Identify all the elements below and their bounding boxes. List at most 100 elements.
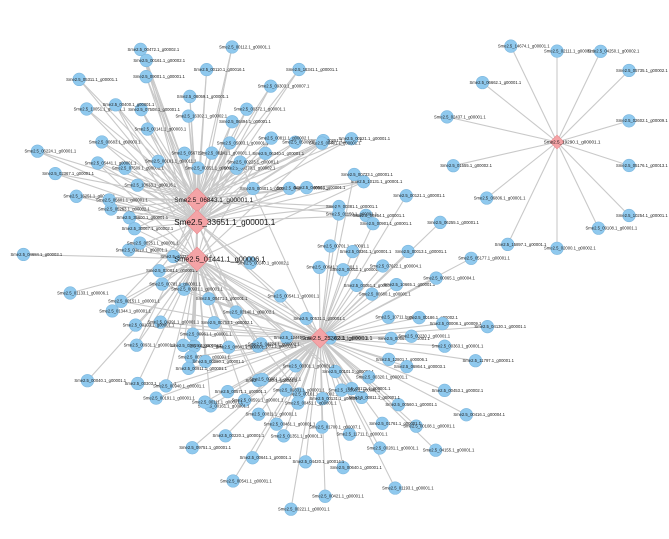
hub-label: Sme2.5_01441.1_g00006.1 [174, 255, 265, 264]
gene-node: Sme2.5_06864.1_g00003.1 [394, 359, 446, 374]
network-edge [319, 174, 355, 339]
gene-node-label: Sme2.5_02140.1_g00002.1 [223, 309, 275, 314]
gene-node: Sme2.5_06662.1_g00001.1 [469, 75, 522, 90]
hub-label: Sme2.5_25362.1_g00001.1 [301, 336, 373, 342]
gene-node-circle [298, 455, 313, 469]
gene-node-label: Sme2.5_09303.1_g00007.1 [258, 84, 310, 89]
gene-node-label: Sme2.5_04155.1_g00001.1 [423, 448, 475, 453]
gene-node: Sme2.5_11797.1_g00001.1 [463, 354, 515, 368]
gene-node-circle [336, 461, 350, 475]
gene-node: Sme2.5_00541.1_g00001.1 [220, 474, 272, 488]
gene-node: Sme2.5_00110.1_g00016.1 [194, 63, 246, 77]
gene-node-label: Sme2.5_00381.1_g00001.1 [326, 204, 378, 209]
gene-node-label: Sme2.5_11711.1_g00001.1 [337, 432, 389, 437]
gene-node: Sme2.5_16302.1_g00002.1 [175, 109, 228, 123]
gene-node: Sme2.5_07509.1_g00002.1 [112, 161, 164, 175]
gene-node-label: Sme2.5_03619.1_g00001.1 [170, 343, 222, 348]
gene-node: Sme2.5_00141.1_g00003.1 [135, 122, 187, 136]
gene-node-circle [282, 181, 297, 195]
network-edge [319, 284, 397, 339]
gene-node-label: Sme2.5_00541.1_g00001.1 [220, 478, 272, 483]
gene-node: Sme2.5_02111.1_g00001.1 [544, 44, 596, 58]
gene-node-label: Sme2.5_00421.1_g00001.1 [312, 494, 364, 499]
gene-node-circle [183, 89, 197, 103]
gene-node-circle [133, 236, 147, 250]
gene-node: Sme2.5_00112.1_g00001.1 [219, 40, 271, 54]
network-edge [283, 337, 321, 437]
gene-node-circle [166, 249, 181, 264]
gene-node-label: Sme2.5_00733.1_g00001.1 [341, 172, 393, 177]
gene-node-label: Sme2.5_00401.1_g00001.1 [240, 186, 292, 191]
gene-node-circle [72, 72, 86, 87]
gene-node: Sme2.5_00041.1_g00001.1 [216, 340, 268, 354]
gene-node: Sme2.5_05441.1_g00001.1 [85, 156, 137, 170]
network-edge [135, 258, 198, 326]
network-edge [134, 228, 198, 260]
network-edge [225, 337, 321, 437]
gene-node-label: Sme2.5_04420.1_g00014.1 [293, 459, 345, 464]
network-edge [556, 120, 630, 143]
gene-node-label: Sme2.5_00191.1_g00001.1 [143, 396, 195, 401]
gene-node-circle [225, 40, 239, 54]
gene-node: Sme2.5_00641.1_g00001.1 [306, 260, 359, 274]
gene-node-circle [127, 222, 142, 236]
gene-node-label: Sme2.5_00013.1_g00001.1 [395, 249, 447, 254]
gene-node-label: Sme2.5_00811.1_g00002.1 [258, 136, 310, 141]
network-edge [285, 337, 321, 391]
gene-node: Sme2.5_00811.1_g00001.1 [349, 390, 401, 405]
gene-node: Sme2.5_00753.1_g00002.1 [201, 316, 253, 330]
network-edge [78, 79, 198, 223]
gene-node-label: Sme2.5_00241.1_g00001.1 [199, 150, 251, 155]
network-edge [196, 141, 296, 201]
network-edge [196, 46, 233, 201]
gene-node: Sme2.5_06494.1_g00001.1 [219, 115, 271, 129]
gene-node-circle [151, 154, 165, 168]
hub-diamond [549, 134, 565, 150]
gene-node: Sme2.5_10223.1_g00001.1 [160, 249, 213, 264]
gene-node: Sme2.5_10633.1_g00016.1 [124, 178, 177, 192]
gene-node-circle [200, 63, 214, 77]
gene-node-circle [591, 221, 606, 235]
gene-node-circle [134, 103, 148, 117]
edge-layer [23, 45, 630, 510]
gene-node-circle [270, 417, 284, 431]
gene-node-label: Sme2.5_16251.1_g00001.1 [63, 194, 115, 199]
gene-node-circle [400, 359, 414, 374]
gene-node: Sme2.5_00108.1_g00001.1 [403, 419, 456, 433]
gene-node: Sme2.5_10665.1_g00001.1 [383, 277, 436, 292]
gene-node: Sme2.5_00591.1_g00001.1 [232, 393, 284, 407]
gene-node: Sme2.5_05003.1_g00001.1 [217, 136, 269, 150]
gene-node-label: Sme2.5_00931.1_g00001.1 [124, 343, 176, 348]
network-edge [196, 142, 323, 223]
network-edge [556, 70, 630, 143]
gene-node-label: Sme2.5_00065.1_g00004.1 [423, 275, 475, 280]
gene-node-label: Sme2.5_08059.1_g00001.1 [177, 94, 229, 99]
gene-node-circle [550, 44, 564, 58]
gene-node-label: Sme2.5_00131.1_g00001.1 [309, 396, 361, 401]
gene-node-label: Sme2.5_00351.1_g00003.1 [185, 165, 237, 170]
gene-node: Sme2.5_00301.1_g00001.1 [283, 359, 335, 373]
gene-node-label: Sme2.5_00111.1_g00001.1 [192, 399, 244, 404]
gene-node: Sme2.5_00065.1_g00004.1 [423, 271, 476, 285]
gene-node: Sme2.5_00531.1_g00001.1 [293, 311, 346, 326]
gene-node: Sme2.5_02367.1_g00001.1 [42, 166, 95, 181]
gene-node-label: Sme2.5_06662.1_g00001.1 [469, 80, 521, 85]
gene-node-circle [233, 155, 247, 169]
gene-node: Sme2.5_10711.1_g00002.1 [375, 310, 427, 324]
gene-node: Sme2.5_01351.1_g00001.1 [271, 429, 323, 443]
gene-node-circle [218, 429, 233, 443]
gene-node: Sme2.5_00931.1_g00001.1 [124, 338, 176, 352]
gene-node-circle [468, 354, 483, 368]
gene-node: Sme2.5_09303.1_g00007.1 [258, 79, 310, 93]
gene-node-label: Sme2.5_00400.1_g00001.1 [103, 102, 155, 107]
network-edge [196, 142, 323, 201]
gene-node: Sme2.5_01761.1_g00001.1 [369, 416, 422, 430]
gene-node-label: Sme2.5_10131.1_g00001.1 [351, 179, 403, 184]
gene-node-label: Sme2.5_00521.1_g00001.1 [338, 136, 390, 141]
gene-node-circle [122, 243, 136, 257]
network-edge [183, 153, 198, 223]
network-edge [510, 45, 558, 143]
gene-node-circle [122, 211, 137, 225]
gene-node-circle [149, 391, 163, 405]
gene-node: Sme2.5_00051.1_g00001.1 [344, 278, 396, 292]
